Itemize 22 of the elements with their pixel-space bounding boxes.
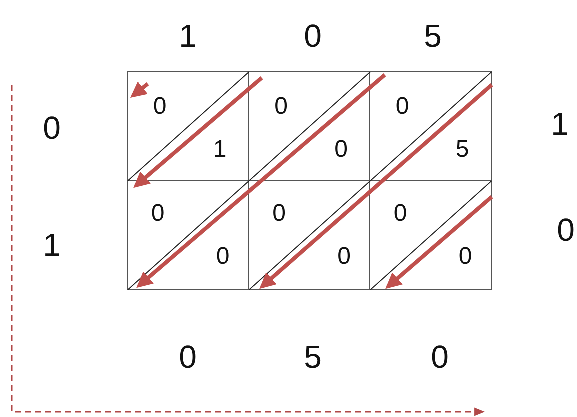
cell-digit: 0 <box>458 245 472 269</box>
digit: 5 <box>304 341 322 373</box>
cell-digit: 0 <box>151 202 165 226</box>
cell-digit: 0 <box>396 95 410 119</box>
digit: 0 <box>179 341 197 373</box>
cell-digit: 0 <box>216 245 230 269</box>
cell-digit: 0 <box>334 138 348 162</box>
digit: 5 <box>424 20 442 52</box>
digit: 0 <box>431 341 449 373</box>
cell-digit: 0 <box>153 95 167 119</box>
cell-digit: 0 <box>272 202 286 226</box>
digit: 1 <box>179 20 197 52</box>
digit: 1 <box>43 229 61 261</box>
digit: 1 <box>551 108 569 140</box>
cell-digit: 0 <box>338 245 351 269</box>
digit: 0 <box>304 20 322 52</box>
cell-digit: 0 <box>394 202 408 226</box>
cell-digit: 5 <box>456 138 470 162</box>
cell-digit: 1 <box>213 138 227 162</box>
digit: 0 <box>43 112 61 144</box>
digit: 0 <box>557 214 575 246</box>
cell-digit: 0 <box>274 95 288 119</box>
